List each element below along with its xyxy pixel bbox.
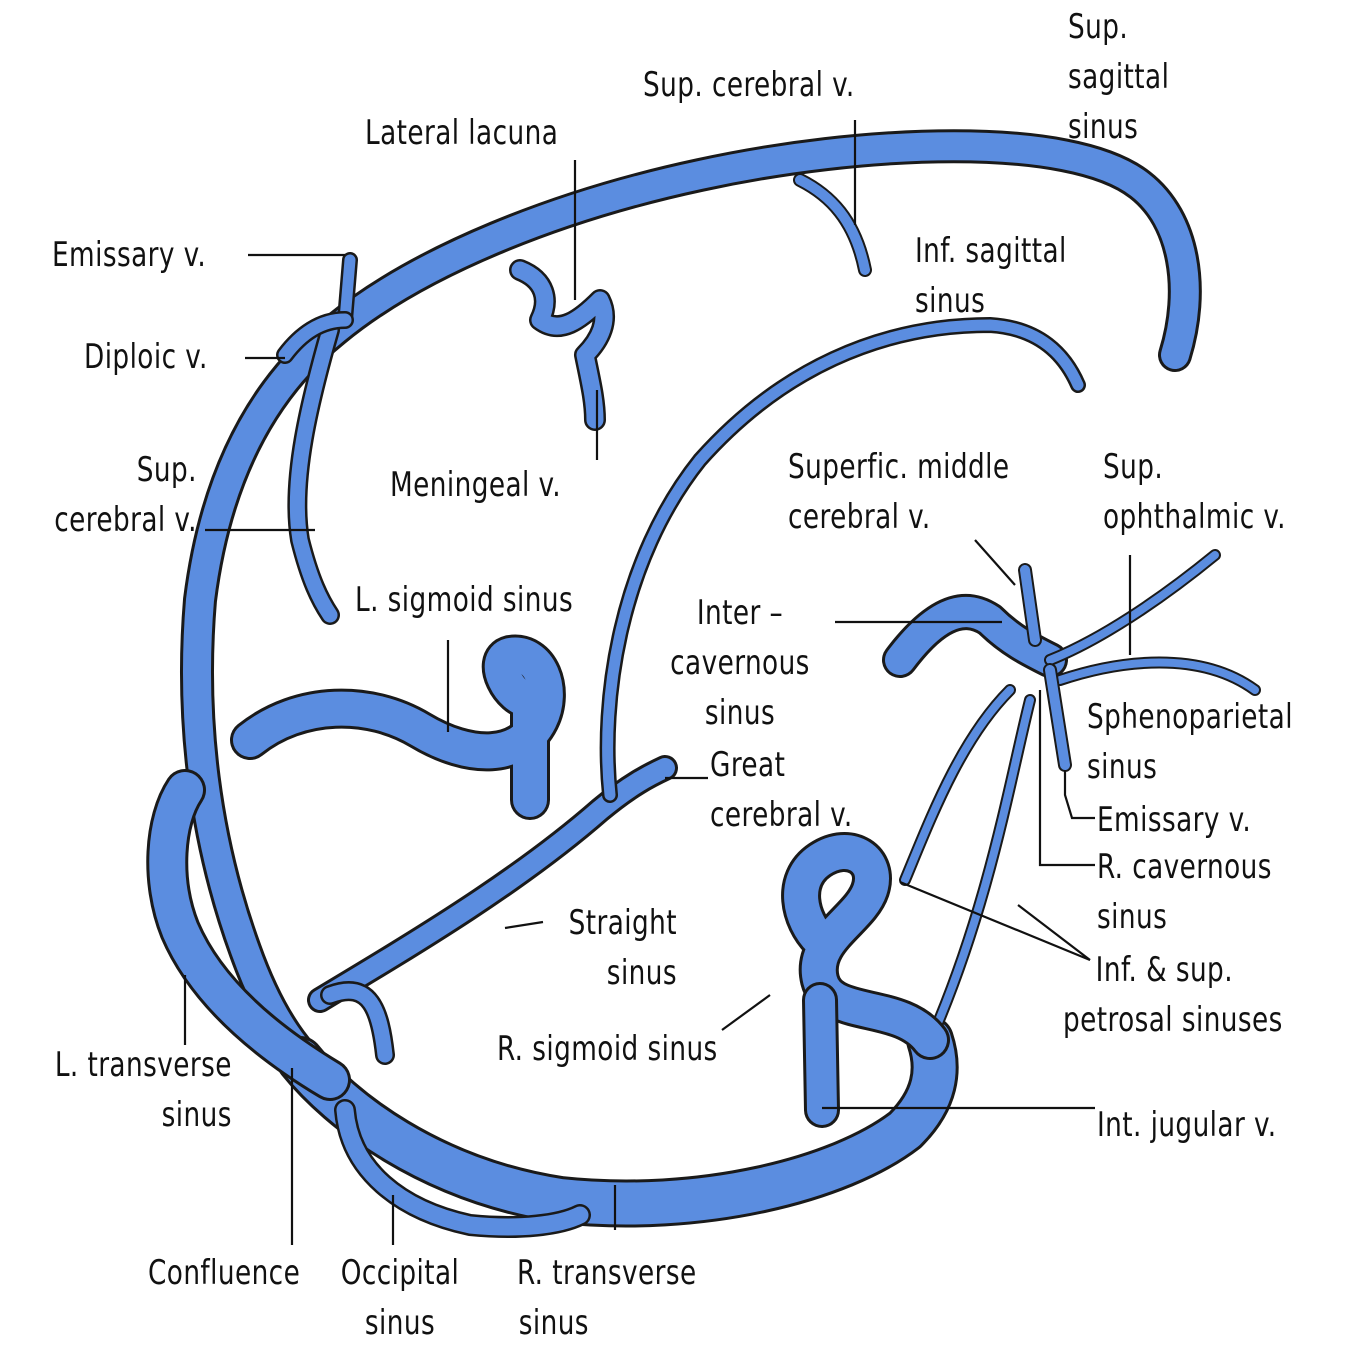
label-int-jugular-v: Int. jugular v. [1097, 1105, 1277, 1145]
label-lateral-lacuna: Lateral lacuna [365, 113, 559, 153]
label-line: cerebral v. [788, 497, 931, 537]
left-superior-cerebral-vein [287, 320, 340, 625]
cavernous-sinus-complex [882, 549, 1261, 1036]
label-line: cerebral v. [54, 500, 197, 540]
label-line: L. transverse [54, 1045, 232, 1085]
label-line: sinus [161, 1095, 232, 1135]
label-r-cavernous-sinus: R. cavernous sinus [1097, 842, 1272, 942]
emissary-diploic-veins [276, 252, 358, 364]
label-inf-sup-petrosal-sinuses: Inf. & sup. petrosal sinuses [1063, 945, 1283, 1045]
label-line: Inter – [696, 593, 784, 633]
label-r-transverse-sinus: R. transverse sinus [517, 1248, 697, 1348]
inferior-sagittal-sinus [599, 317, 1086, 803]
label-sphenoparietal-sinus: Sphenoparietal sinus [1087, 692, 1293, 792]
label-line: Great [710, 745, 786, 785]
label-great-cerebral-v: Great cerebral v. [710, 740, 853, 840]
label-r-sigmoid-sinus: R. sigmoid sinus [497, 1029, 718, 1069]
label-line: Sup. [1068, 7, 1129, 47]
left-sigmoid-sinus [230, 634, 566, 820]
label-line: sinus [364, 1303, 436, 1343]
label-line: sagittal [1068, 57, 1170, 97]
label-line: petrosal sinuses [1063, 1000, 1283, 1040]
label-line: sinus [518, 1303, 589, 1343]
label-line: sinus [1097, 897, 1168, 937]
label-emissary-v-right: Emissary v. [1097, 800, 1252, 840]
vein-layer [146, 129, 1261, 1238]
label-l-transverse-sinus: L. transverse sinus [55, 1040, 232, 1140]
label-sup-cerebral-v-left: Sup. cerebral v. [54, 445, 197, 545]
label-occipital-sinus: Occipital sinus [340, 1248, 460, 1348]
label-intercavernous-sinus: Inter – cavernous sinus [654, 588, 826, 738]
label-sup-ophthalmic-v: Sup. ophthalmic v. [1103, 442, 1286, 542]
label-line: sinus [704, 693, 776, 733]
label-straight-sinus: Straight sinus [569, 898, 677, 998]
label-inf-sagittal-sinus: Inf. sagittal sinus [915, 226, 1067, 326]
label-line: Superfic. middle [788, 447, 1010, 487]
label-line: Sphenoparietal [1087, 697, 1293, 737]
label-line: Straight [568, 903, 677, 943]
label-confluence: Confluence [148, 1253, 301, 1293]
lateral-lacuna [509, 259, 615, 431]
straight-sinus [307, 755, 678, 1065]
label-line: sinus [1087, 747, 1158, 787]
label-line: cavernous [670, 643, 810, 683]
label-line: sinus [606, 953, 677, 993]
label-diploic-v: Diploic v. [84, 337, 208, 377]
label-line: Inf. sagittal [915, 231, 1067, 271]
right-sigmoid-sinus [781, 832, 950, 1128]
label-sup-cerebral-v-top: Sup. cerebral v. [643, 65, 855, 105]
label-sup-sagittal-sinus: Sup. sagittal sinus [1068, 2, 1169, 152]
label-l-sigmoid-sinus: L. sigmoid sinus [355, 580, 574, 620]
label-meningeal-v: Meningeal v. [390, 465, 562, 505]
label-line: Occipital [340, 1253, 460, 1293]
transverse-sinus-left [146, 769, 351, 1101]
label-line: ophthalmic v. [1103, 497, 1286, 537]
label-line: Sup. [1103, 447, 1164, 487]
label-line: Sup. [136, 450, 197, 490]
label-line: R. cavernous [1097, 847, 1272, 887]
label-line: sinus [1068, 107, 1139, 147]
leader-lines [183, 120, 1132, 1245]
label-line: Inf. & sup. [1095, 950, 1233, 990]
superior-sagittal-sinus [180, 129, 1202, 1097]
transverse-sinus-right [276, 1016, 959, 1228]
label-superfic-middle-cerebral-v: Superfic. middle cerebral v. [788, 442, 1010, 542]
label-line: sinus [915, 281, 986, 321]
top-superior-cerebral-vein [793, 173, 872, 277]
occipital-sinus [334, 1099, 591, 1238]
label-line: cerebral v. [710, 795, 853, 835]
label-emissary-v-left: Emissary v. [52, 235, 207, 275]
label-line: R. transverse [517, 1253, 697, 1293]
